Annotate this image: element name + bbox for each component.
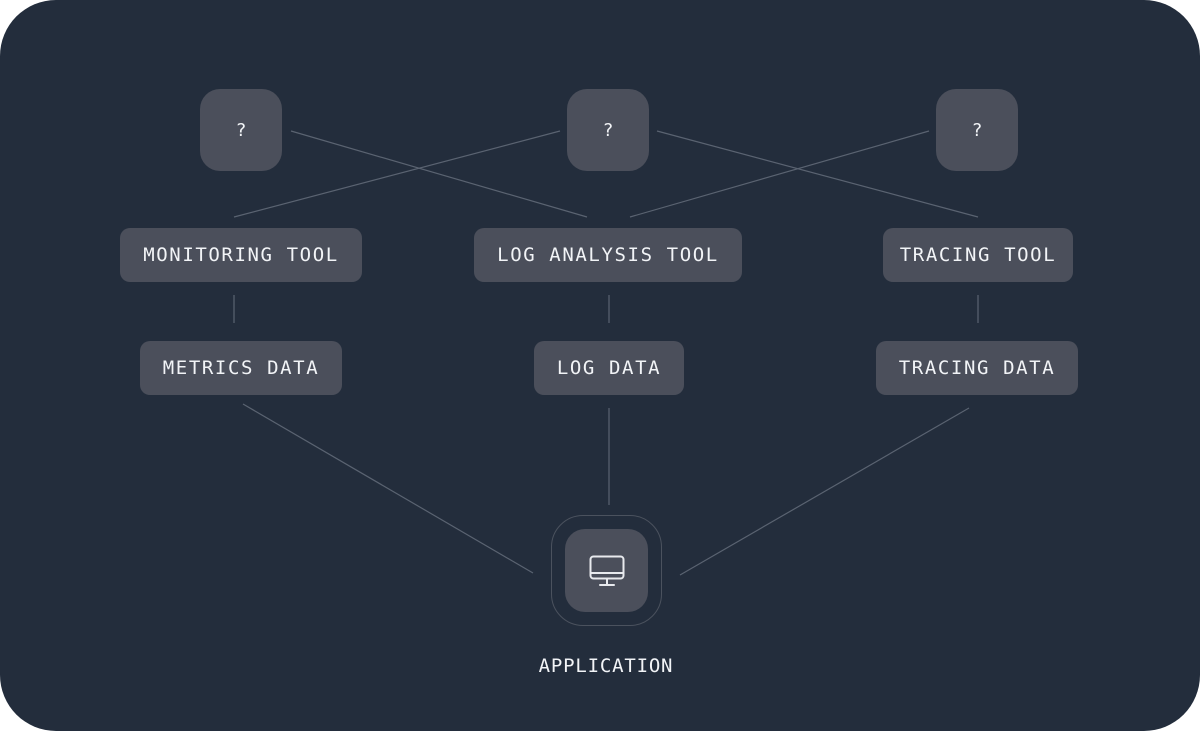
log-data-node: LOG DATA (534, 341, 684, 395)
connector-line (679, 407, 970, 576)
application-node (565, 529, 648, 612)
data-label: TRACING DATA (898, 357, 1056, 379)
tool-label: MONITORING TOOL (143, 244, 339, 266)
log-analysis-tool-node: LOG ANALYSIS TOOL (474, 228, 742, 282)
connector-line (242, 403, 534, 574)
data-label: METRICS DATA (162, 357, 320, 379)
connector-line (629, 130, 930, 218)
monitoring-tool-node: MONITORING TOOL (120, 228, 362, 282)
metrics-data-node: METRICS DATA (140, 341, 342, 395)
connector-line (290, 130, 588, 218)
tool-label: LOG ANALYSIS TOOL (497, 244, 719, 266)
application-node-ring (551, 515, 662, 626)
unknown-node-label: ? (602, 119, 614, 141)
connector-line (656, 130, 979, 218)
data-label: LOG DATA (556, 357, 662, 379)
unknown-node-label: ? (235, 119, 247, 141)
unknown-node-label: ? (971, 119, 983, 141)
monitor-icon (589, 555, 624, 586)
unknown-node-1: ? (200, 89, 282, 171)
application-label: APPLICATION (538, 655, 674, 677)
tool-label: TRACING TOOL (899, 244, 1057, 266)
tracing-tool-node: TRACING TOOL (883, 228, 1073, 282)
unknown-node-2: ? (567, 89, 649, 171)
connector-line (233, 130, 561, 218)
tracing-data-node: TRACING DATA (876, 341, 1078, 395)
unknown-node-3: ? (936, 89, 1018, 171)
